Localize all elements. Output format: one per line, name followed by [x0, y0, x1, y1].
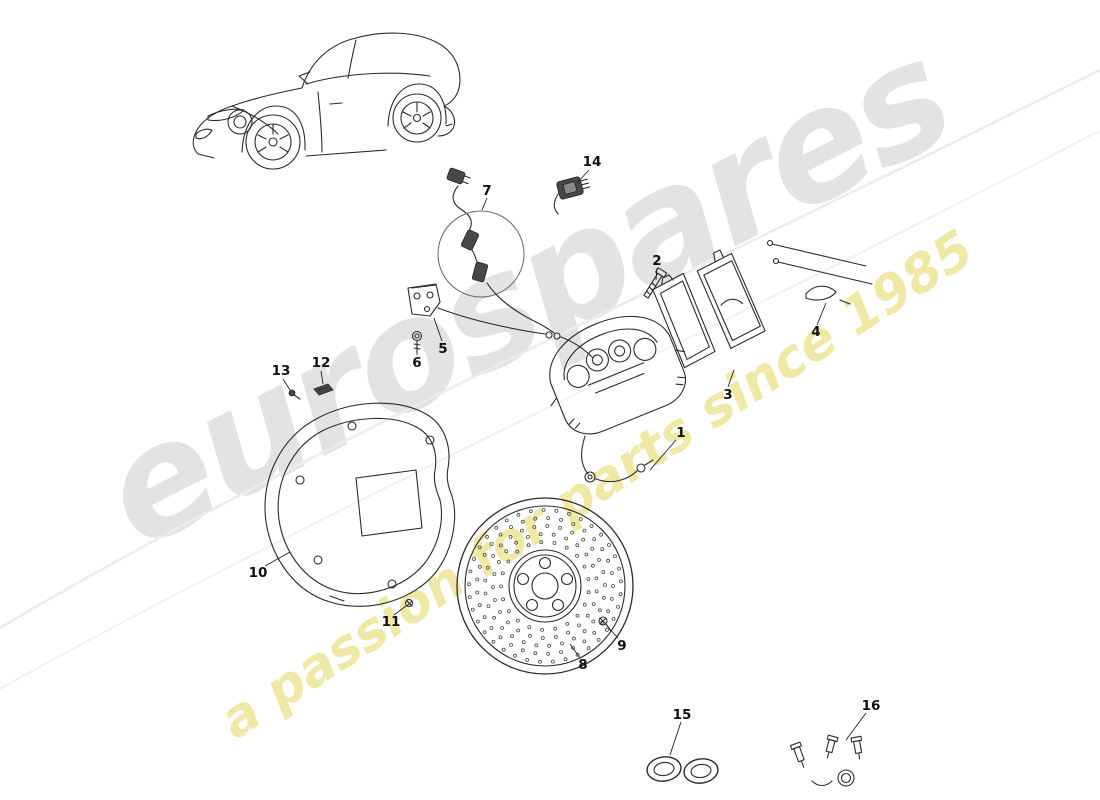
- callout-10[interactable]: 10: [249, 565, 268, 581]
- car-drawing: [192, 32, 461, 170]
- callout-11[interactable]: 11: [382, 614, 401, 630]
- callout-4[interactable]: 4: [811, 324, 820, 340]
- part-screw-11[interactable]: [404, 598, 414, 608]
- part-caliper-1[interactable]: [529, 297, 701, 483]
- callout-3[interactable]: 3: [723, 387, 732, 403]
- part-pins-4[interactable]: [766, 239, 873, 305]
- callout-8[interactable]: 8: [578, 657, 587, 673]
- callout-9[interactable]: 9: [617, 638, 626, 654]
- callouts: 1 2 3 4 5 6 7 8 9 10 11 12 13 14 15 16: [249, 154, 881, 723]
- part-sensor-harness-7[interactable]: [437, 167, 555, 334]
- callout-12[interactable]: 12: [312, 355, 331, 371]
- part-screw-13[interactable]: [288, 389, 301, 400]
- callout-7[interactable]: 7: [482, 183, 491, 199]
- part-shield-10[interactable]: [264, 402, 456, 607]
- part-clip-12[interactable]: [313, 383, 334, 396]
- callout-6[interactable]: 6: [412, 355, 421, 371]
- callout-16[interactable]: 16: [862, 698, 881, 714]
- part-washers-15[interactable]: [645, 755, 719, 785]
- part-bracket-5[interactable]: [407, 283, 593, 358]
- part-disc-8[interactable]: [456, 497, 634, 675]
- callout-1[interactable]: 1: [676, 425, 685, 441]
- part-bolt-2[interactable]: [642, 267, 668, 300]
- swoosh-decoration: [0, 68, 1100, 690]
- disc-drill-holes: [467, 508, 623, 664]
- part-pads-3[interactable]: [648, 244, 769, 369]
- callout-15[interactable]: 15: [673, 707, 692, 723]
- part-connector-14[interactable]: [548, 174, 594, 215]
- callout-14[interactable]: 14: [583, 154, 602, 170]
- part-bleed-kit-16[interactable]: [789, 734, 865, 787]
- callout-2[interactable]: 2: [652, 253, 661, 269]
- callout-5[interactable]: 5: [438, 341, 447, 357]
- leader-lines: [264, 169, 867, 756]
- callout-13[interactable]: 13: [272, 363, 291, 379]
